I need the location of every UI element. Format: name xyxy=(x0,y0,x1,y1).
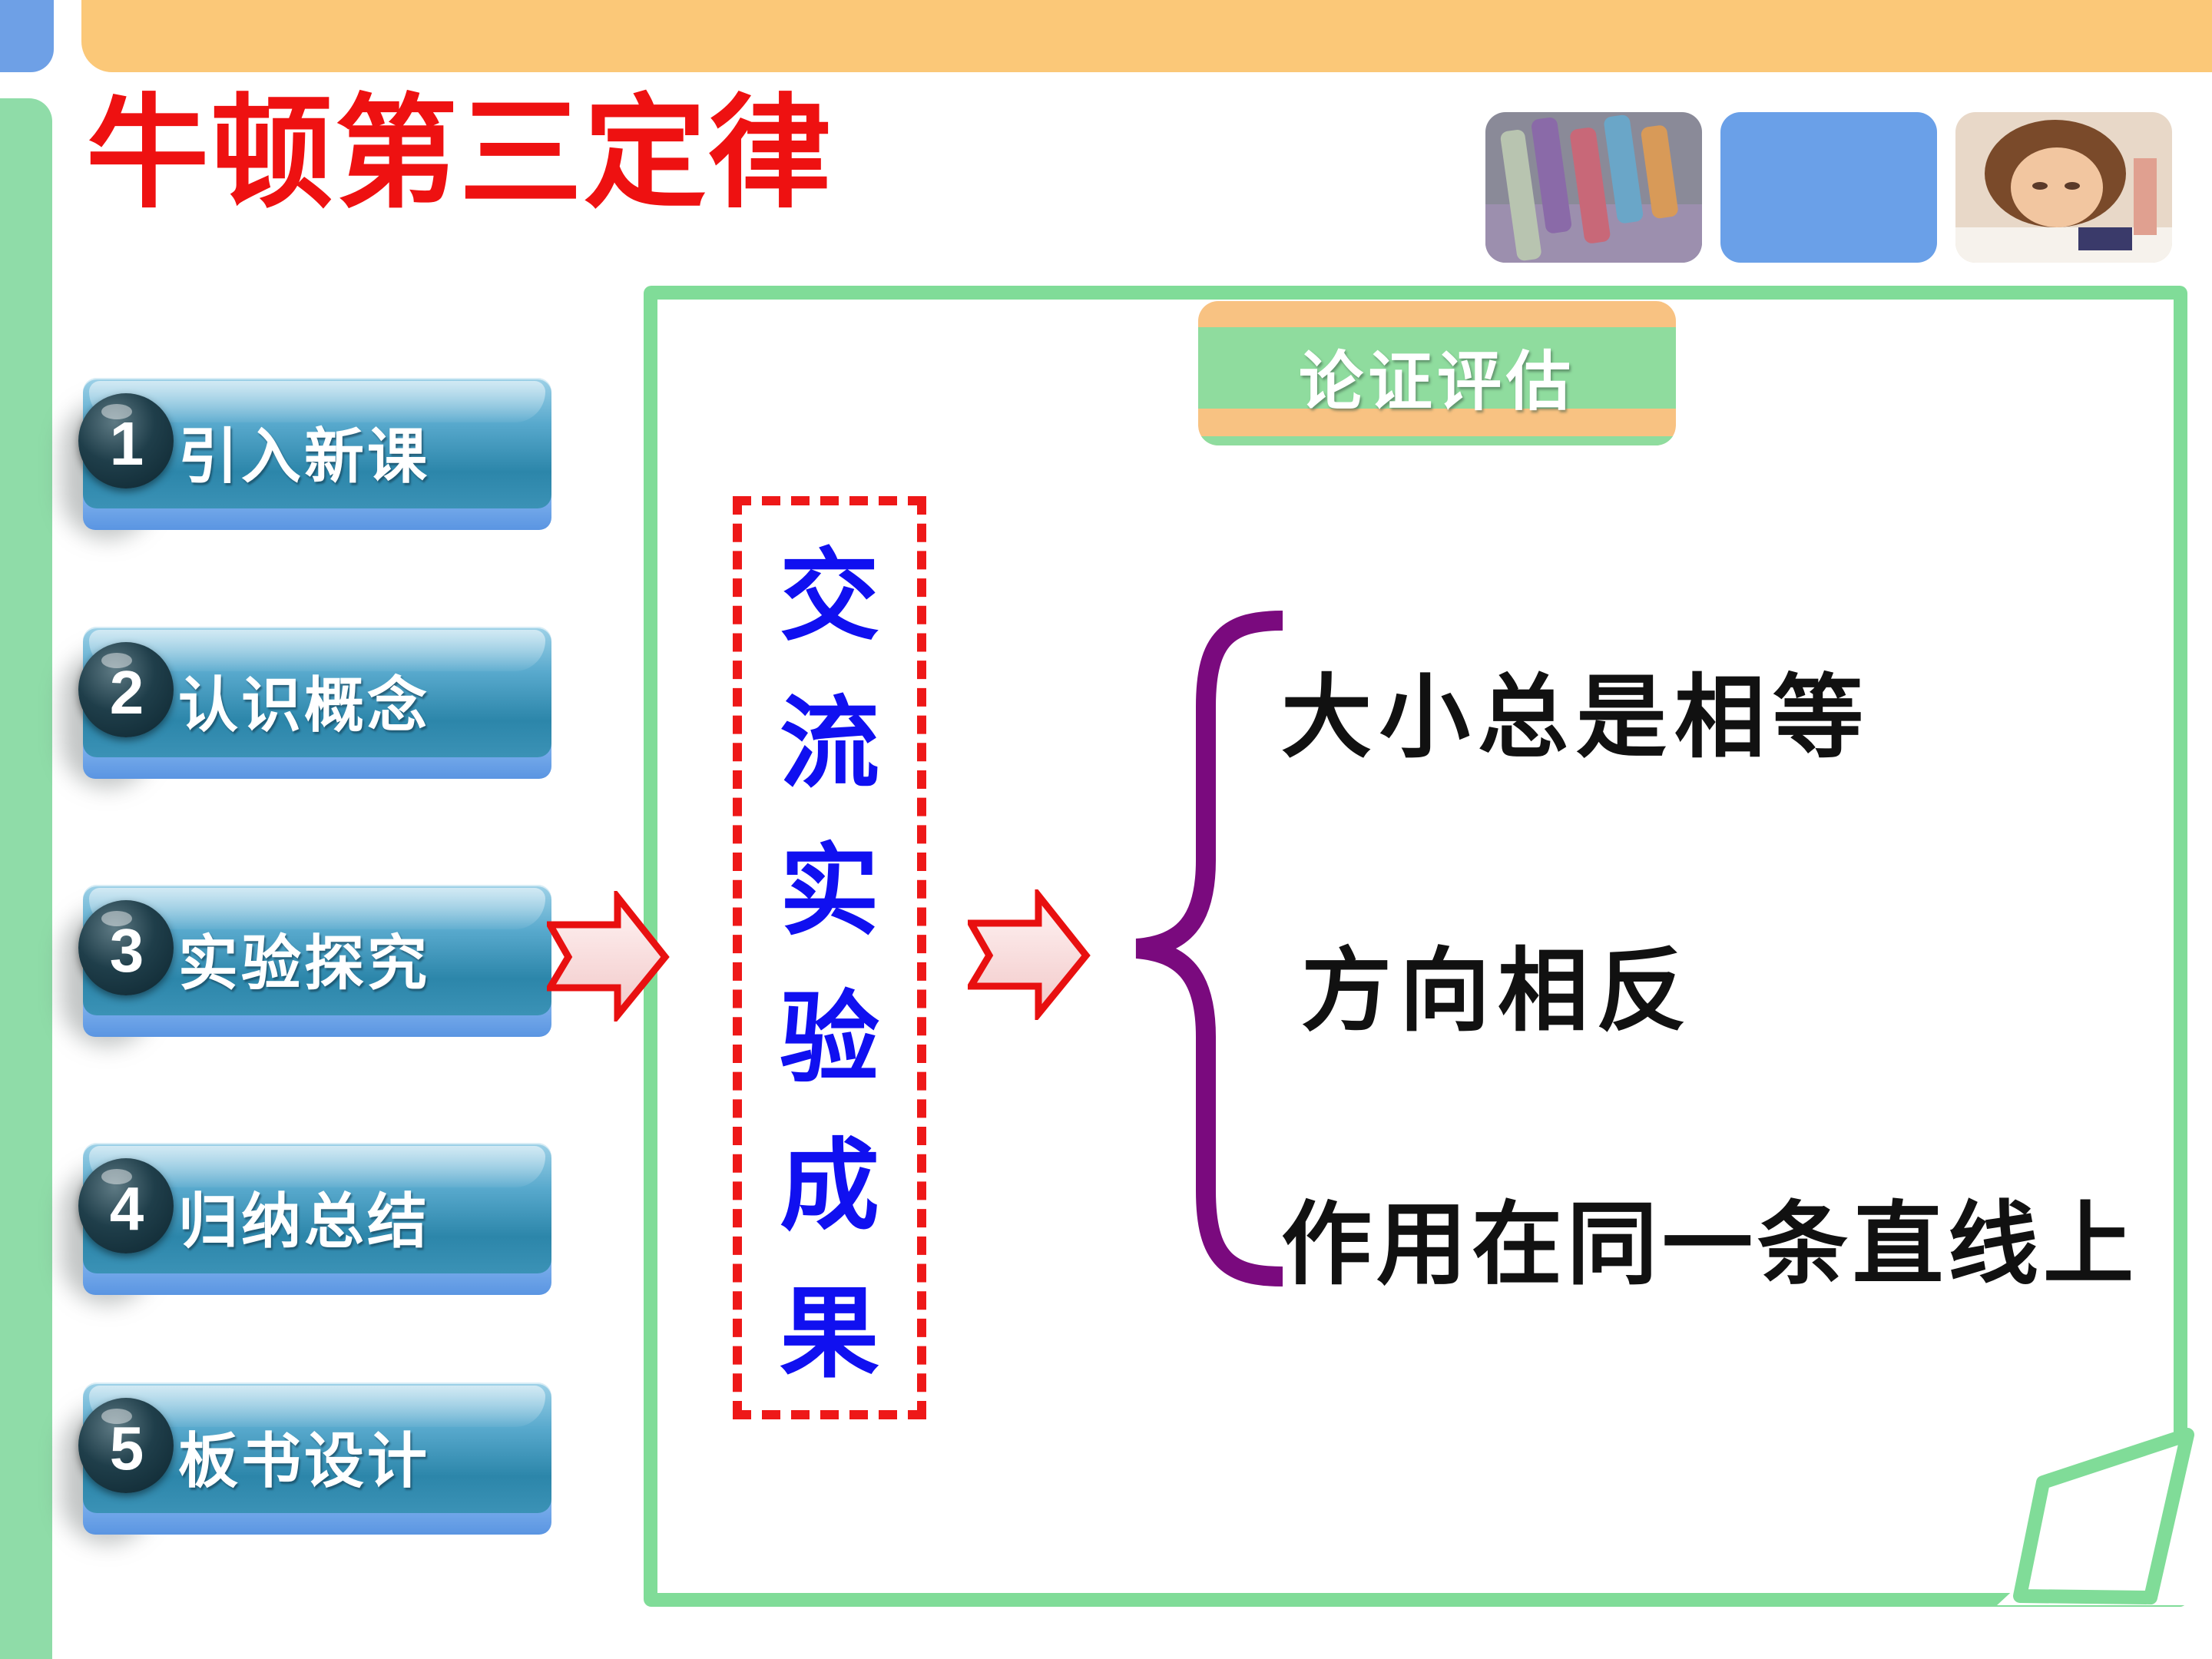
result-item: 作用在同一条直线上 xyxy=(1281,1190,2139,1297)
left-accent-bar xyxy=(0,98,52,1659)
stage-badge: 论证评估 xyxy=(1198,301,1676,445)
nav-number-badge xyxy=(78,900,174,995)
nav-item-intro[interactable]: 1 引入新课 xyxy=(61,378,551,539)
nav-number-badge xyxy=(78,1158,174,1253)
blue-thumbnail xyxy=(1720,112,1937,263)
vertical-title-box xyxy=(733,496,926,1419)
nav-label: 实验探究 xyxy=(178,929,431,998)
arrow-right-icon xyxy=(968,889,1091,1020)
nav-number-badge xyxy=(78,1398,174,1493)
nav-item-board[interactable]: 5 板书设计 xyxy=(61,1382,551,1544)
stage-label: 论证评估 xyxy=(1298,344,1575,419)
arrow-right-icon xyxy=(547,891,670,1022)
nav-item-concept[interactable]: 2 认识概念 xyxy=(61,627,551,788)
nav-number-badge xyxy=(78,642,174,737)
nav-number-badge xyxy=(78,393,174,488)
nav-number: 3 xyxy=(109,916,144,985)
nav-item-experiment[interactable]: 3 实验探究 xyxy=(61,885,551,1046)
brace-icon xyxy=(1135,611,1283,1286)
page-title: 牛顿第三定律 xyxy=(86,81,833,225)
chalk-thumbnail xyxy=(1485,112,1702,263)
nav-number: 4 xyxy=(109,1174,144,1243)
nav-label: 认识概念 xyxy=(178,671,431,740)
nav-label: 归纳总结 xyxy=(178,1187,431,1257)
nav-number: 5 xyxy=(109,1414,144,1482)
result-item: 大小总是相等 xyxy=(1281,664,1872,770)
top-left-accent xyxy=(0,0,54,72)
nav-label: 板书设计 xyxy=(178,1427,431,1496)
page-curl-icon xyxy=(1997,1428,2195,1605)
top-banner xyxy=(81,0,2212,72)
child-thumbnail xyxy=(1955,112,2172,263)
nav-number: 1 xyxy=(109,409,144,478)
nav-label: 引入新课 xyxy=(178,422,431,492)
content-panel xyxy=(644,286,2187,1607)
result-item: 方向相反 xyxy=(1301,937,1695,1044)
nav-number: 2 xyxy=(109,658,144,727)
nav-item-summary[interactable]: 4 归纳总结 xyxy=(61,1143,551,1304)
vertical-title: 交 流 实 验 成 果 xyxy=(779,537,879,1392)
